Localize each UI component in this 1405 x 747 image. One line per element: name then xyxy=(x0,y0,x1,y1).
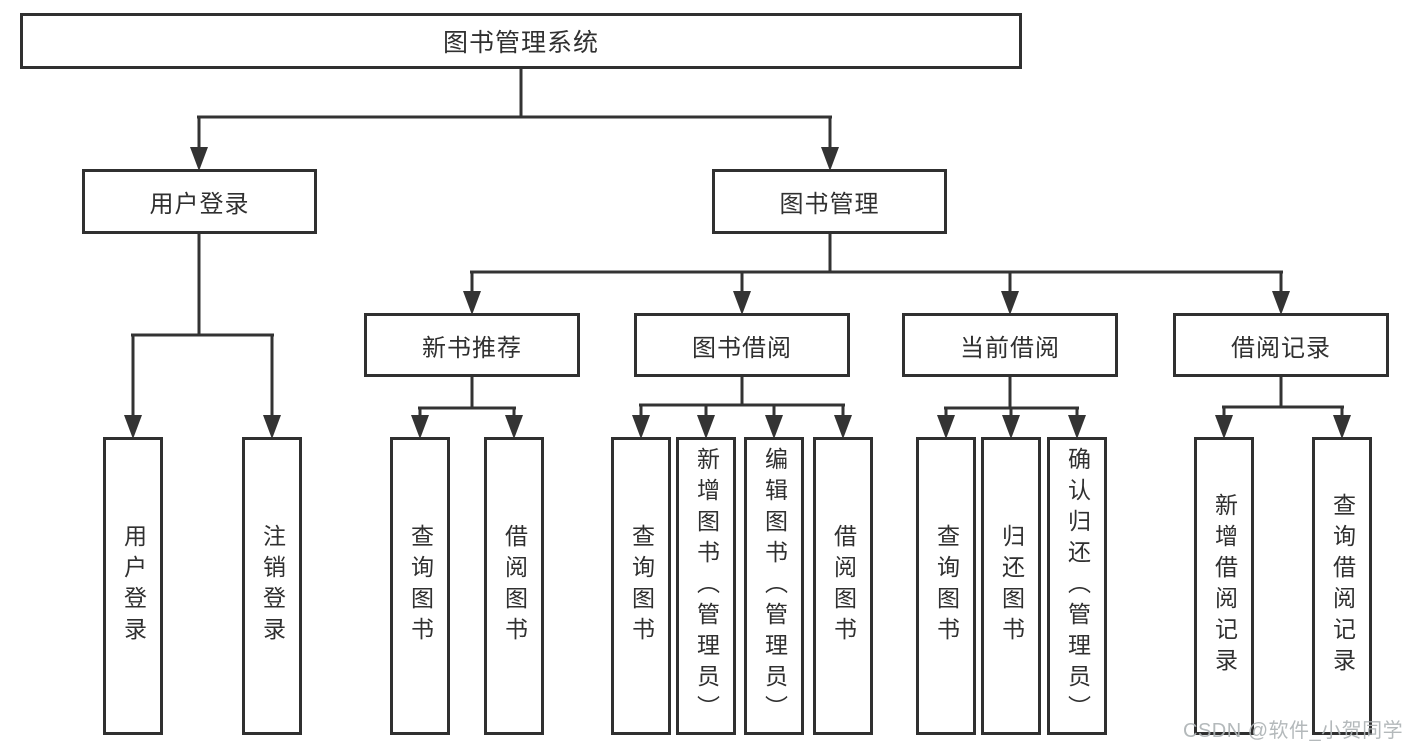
node-book-management: 图书管理 xyxy=(712,169,947,234)
node-current-borrowing: 当前借阅 xyxy=(902,313,1118,377)
node-library-management-system: 图书管理系统 xyxy=(20,13,1022,69)
node-label: 当前借阅 xyxy=(960,334,1060,362)
leaf-logout: 注销登录 xyxy=(242,437,302,735)
leaf-query-books-current: 查询图书 xyxy=(916,437,976,735)
leaf-add-books-admin: 新增图书（管理员） xyxy=(676,437,736,735)
leaf-return-books: 归还图书 xyxy=(981,437,1041,735)
leaf-user-login: 用户登录 xyxy=(103,437,163,735)
leaf-label: 查询借阅记录 xyxy=(1329,493,1356,679)
leaf-label: 归还图书 xyxy=(998,524,1025,648)
leaf-label: 新增图书（管理员） xyxy=(693,446,720,726)
node-label: 图书借阅 xyxy=(692,334,792,362)
node-label: 图书管理 xyxy=(779,191,880,218)
node-label: 图书管理系统 xyxy=(442,29,599,57)
leaf-label: 借阅图书 xyxy=(830,524,857,648)
leaf-add-borrow-record: 新增借阅记录 xyxy=(1194,437,1254,735)
leaf-query-books-newbook: 查询图书 xyxy=(390,437,450,735)
leaf-label: 注销登录 xyxy=(259,524,286,648)
leaf-edit-books-admin: 编辑图书（管理员） xyxy=(744,437,804,735)
node-book-borrowing: 图书借阅 xyxy=(634,313,850,377)
leaf-label: 查询图书 xyxy=(933,524,960,648)
leaf-borrow-books-newbook: 借阅图书 xyxy=(484,437,544,735)
leaf-query-borrow-record: 查询借阅记录 xyxy=(1312,437,1372,735)
node-label: 用户登录 xyxy=(149,191,250,218)
leaf-confirm-return-admin: 确认归还（管理员） xyxy=(1047,437,1107,735)
leaf-query-books-borrowing: 查询图书 xyxy=(611,437,671,735)
csdn-watermark: CSDN @软件_小贺同学 xyxy=(1183,720,1404,742)
node-new-book-recommendation: 新书推荐 xyxy=(364,313,580,377)
leaf-label: 新增借阅记录 xyxy=(1211,493,1238,679)
leaf-label: 查询图书 xyxy=(407,524,434,648)
leaf-label: 确认归还（管理员） xyxy=(1064,446,1091,726)
node-label: 新书推荐 xyxy=(422,334,522,362)
node-label: 借阅记录 xyxy=(1231,334,1331,362)
node-borrowing-records: 借阅记录 xyxy=(1173,313,1389,377)
leaf-label: 借阅图书 xyxy=(501,524,528,648)
leaf-label: 查询图书 xyxy=(628,524,655,648)
leaf-borrow-books-borrowing: 借阅图书 xyxy=(813,437,873,735)
leaf-label: 编辑图书（管理员） xyxy=(761,446,788,726)
leaf-label: 用户登录 xyxy=(120,524,147,648)
node-user-login: 用户登录 xyxy=(82,169,317,234)
